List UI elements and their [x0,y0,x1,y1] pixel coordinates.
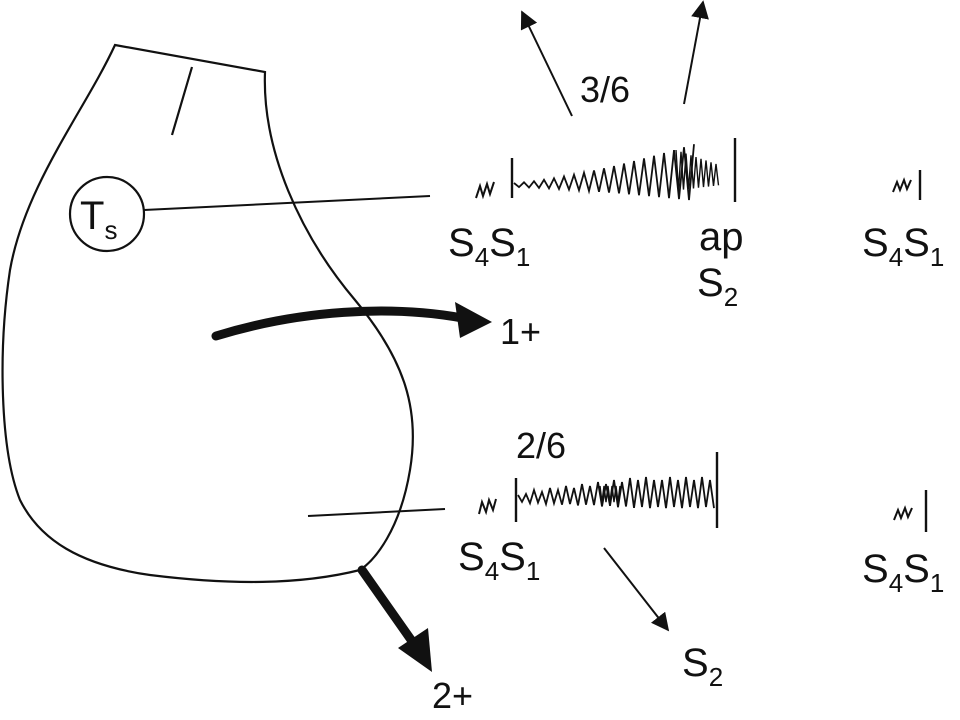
radiation-arrow-1plus [211,306,467,341]
upper-s4-mark [475,180,495,200]
ts-circle [68,175,146,253]
radiation-arrow-1plus-head [455,302,492,338]
heart-outline [1,43,414,584]
radiation-2plus-label: 2+ [432,675,473,716]
lower-s2-arrow [603,547,670,632]
upper-right-s4s1-label: S4S1 [862,221,944,272]
lower-pointer-line [307,508,446,517]
upper-s2-label: S2 [697,261,738,312]
lower-grade: 2/6 [516,425,566,466]
lower-murmur-waveform-dense [599,485,621,503]
lower-murmur-waveform [517,476,715,509]
upper-pointer-line [143,195,431,211]
upper-radiation-arrow-left [520,10,573,117]
radiation-arrow-2plus-head [398,628,432,672]
upper-murmur-waveform-dense [675,149,720,191]
upper-murmur-waveform [513,144,695,201]
lower-s2-label: S2 [682,641,723,692]
radiation-arrow-2plus [357,565,419,649]
upper-ap-label: ap [699,215,744,259]
upper-radiation-arrow-right [683,0,709,105]
upper-s4s1-label: S4S1 [448,221,530,272]
upper-right-s4-mark [892,177,912,193]
ts-label: Ts [80,194,117,245]
upper-grade: 3/6 [580,69,630,110]
lower-s4-mark [478,496,497,516]
heart-septum-line [170,66,194,136]
lower-s4s1-label: S4S1 [458,535,540,586]
lower-right-s4-mark [893,505,913,521]
lower-right-s4s1-label: S4S1 [862,547,944,598]
radiation-1plus-label: 1+ [500,311,541,352]
